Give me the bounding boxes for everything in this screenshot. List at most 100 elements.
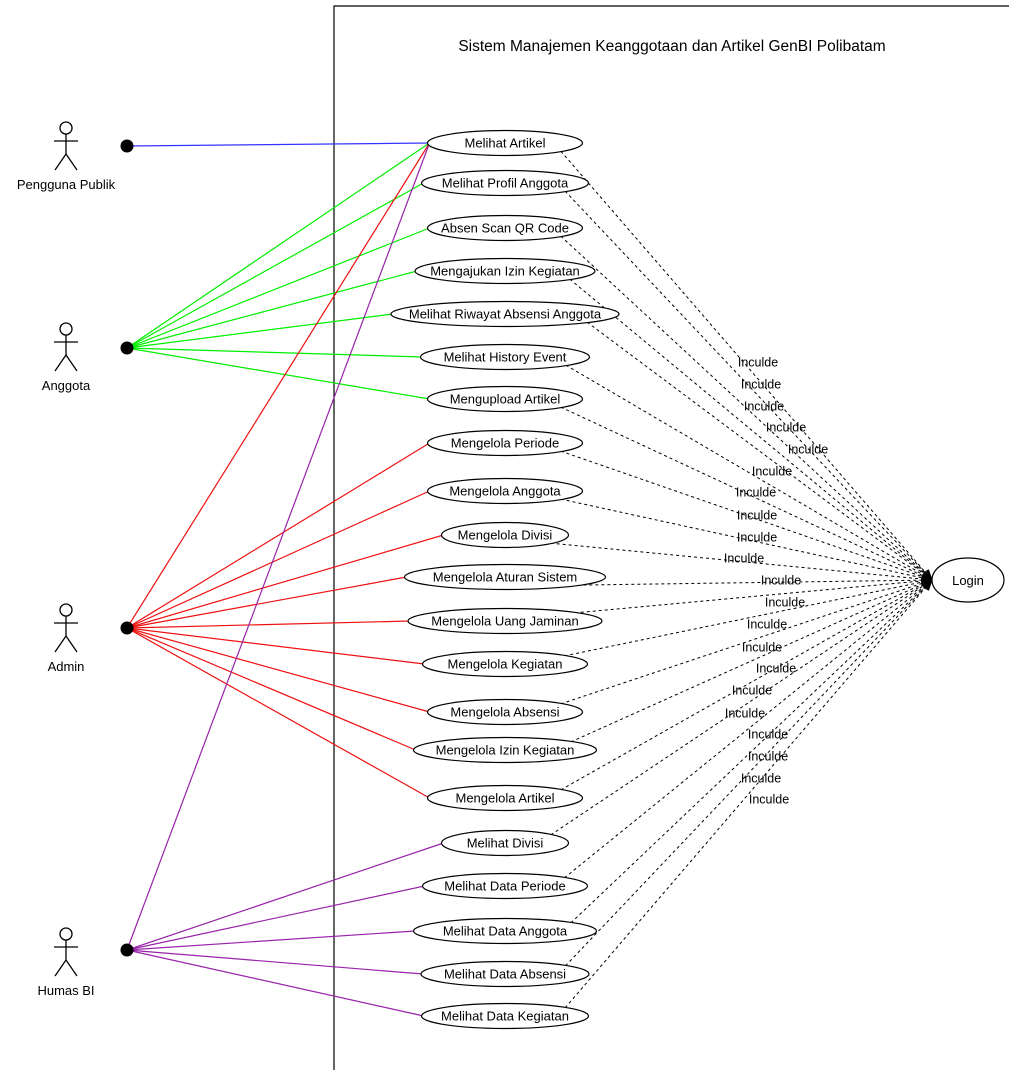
association-line	[126, 490, 430, 629]
usecase-label: Melihat Data Anggota	[443, 924, 568, 939]
usecase-melihat-artikel: Melihat Artikel	[426, 129, 584, 157]
association-line	[126, 620, 411, 629]
usecase-ellipse	[426, 784, 584, 812]
actor-pengguna-publik: Pengguna Publik	[17, 121, 134, 192]
usecase-mengelola-divisi: Mengelola Divisi	[440, 521, 570, 549]
association-line	[126, 347, 423, 358]
association-line	[126, 442, 430, 629]
include-line	[564, 190, 933, 581]
usecase-label: Mengelola Absensi	[450, 705, 559, 720]
usecase-melihat-history-event: Melihat History Event	[419, 343, 591, 371]
association-line	[126, 182, 424, 349]
association-line	[126, 227, 430, 349]
association-line	[126, 627, 416, 751]
usecase-label: Melihat Data Absensi	[444, 967, 566, 982]
actor-label: Admin	[48, 659, 85, 674]
include-label: Inculde	[749, 793, 789, 807]
usecase-mengelola-izin-kegiatan: Mengelola Izin Kegiatan	[412, 736, 598, 764]
include-line	[565, 579, 933, 967]
include-line	[560, 406, 933, 581]
usecase-label: Melihat Divisi	[467, 836, 544, 851]
usecase-ellipse	[426, 429, 584, 457]
include-label: Inculde	[766, 421, 806, 435]
usecase-label: Mengelola Kegiatan	[448, 657, 563, 672]
usecase-mengelola-absensi: Mengelola Absensi	[426, 698, 584, 726]
association-line	[126, 142, 430, 349]
include-line	[560, 579, 933, 791]
usecase-label: Absen Scan QR Code	[441, 221, 569, 236]
association-line	[126, 949, 424, 1017]
stick-figure-icon	[54, 121, 78, 171]
include-line	[564, 579, 933, 879]
usecase-ellipse	[426, 214, 584, 242]
usecase-label: Mengelola Divisi	[458, 528, 553, 543]
include-label: Inculde	[748, 728, 788, 742]
usecase-ellipse	[440, 829, 570, 857]
include-line	[560, 235, 933, 581]
usecase-ellipse	[403, 563, 607, 591]
usecase-label: Mengelola Anggota	[449, 484, 561, 499]
usecase-ellipse	[440, 521, 570, 549]
usecase-label: Melihat History Event	[444, 350, 567, 365]
association-line	[126, 930, 416, 951]
usecase-ellipse	[420, 169, 590, 197]
include-label: Inculde	[732, 684, 772, 698]
include-label: Inculde	[736, 486, 776, 500]
include-label: Inculde	[741, 772, 781, 786]
actor-endpoint-dot	[120, 139, 134, 153]
include-label: Inculde	[738, 356, 778, 370]
usecase-ellipse	[421, 872, 589, 900]
include-label: Inculde	[756, 662, 796, 676]
usecase-label: Mengelola Periode	[451, 436, 559, 451]
include-line	[577, 579, 933, 586]
include-label: Inculde	[741, 378, 781, 392]
association-line	[126, 313, 394, 349]
login-label: Login	[952, 573, 984, 588]
include-line	[564, 579, 933, 657]
association-line	[126, 576, 407, 629]
association-line	[126, 142, 431, 951]
include-line	[565, 364, 933, 581]
usecase-label: Mengelola Izin Kegiatan	[436, 743, 575, 758]
usecase-absen-scan-qr-code: Absen Scan QR Code	[426, 214, 584, 242]
association-line	[126, 142, 430, 147]
usecase-ellipse	[426, 385, 584, 413]
usecase-ellipse	[412, 917, 598, 945]
usecase-melihat-riwayat-absensi-anggota: Melihat Riwayat Absensi Anggota	[390, 300, 620, 328]
association-line	[126, 949, 424, 975]
stick-figure-icon	[54, 322, 78, 372]
usecase-ellipse	[420, 960, 590, 988]
association-line	[126, 270, 418, 349]
actor-endpoint-dot	[120, 943, 134, 957]
usecase-ellipse	[426, 698, 584, 726]
include-line	[560, 579, 933, 705]
usecase-mengupload-artikel: Mengupload Artikel	[426, 385, 584, 413]
usecase-mengajukan-izin-kegiatan: Mengajukan Izin Kegiatan	[414, 257, 596, 285]
usecase-melihat-data-periode: Melihat Data Periode	[421, 872, 589, 900]
usecase-label: Melihat Data Kegiatan	[441, 1009, 569, 1024]
usecase-ellipse	[414, 257, 596, 285]
include-line	[550, 542, 933, 581]
association-line	[126, 627, 430, 713]
usecase-ellipse	[426, 129, 584, 157]
actor-anggota: Anggota	[42, 322, 134, 393]
include-line	[570, 579, 933, 924]
usecase-melihat-data-kegiatan: Melihat Data Kegiatan	[420, 1002, 590, 1030]
login-ellipse	[931, 557, 1005, 603]
usecase-ellipse	[390, 300, 620, 328]
actor-endpoint-dot	[120, 621, 134, 635]
include-label: Inculde	[788, 443, 828, 457]
association-line	[126, 347, 430, 400]
association-line	[126, 534, 444, 629]
usecase-label: Mengelola Aturan Sistem	[433, 570, 578, 585]
stick-figure-icon	[54, 603, 78, 653]
usecase-mengelola-periode: Mengelola Periode	[426, 429, 584, 457]
actor-endpoint-dot	[120, 341, 134, 355]
usecase-ellipse	[420, 1002, 590, 1030]
usecase-melihat-data-anggota: Melihat Data Anggota	[412, 917, 598, 945]
usecase-label: Melihat Profil Anggota	[442, 176, 569, 191]
usecase-melihat-data-absensi: Melihat Data Absensi	[420, 960, 590, 988]
association-line	[126, 627, 430, 799]
usecase-mengelola-anggota: Mengelola Anggota	[426, 477, 584, 505]
